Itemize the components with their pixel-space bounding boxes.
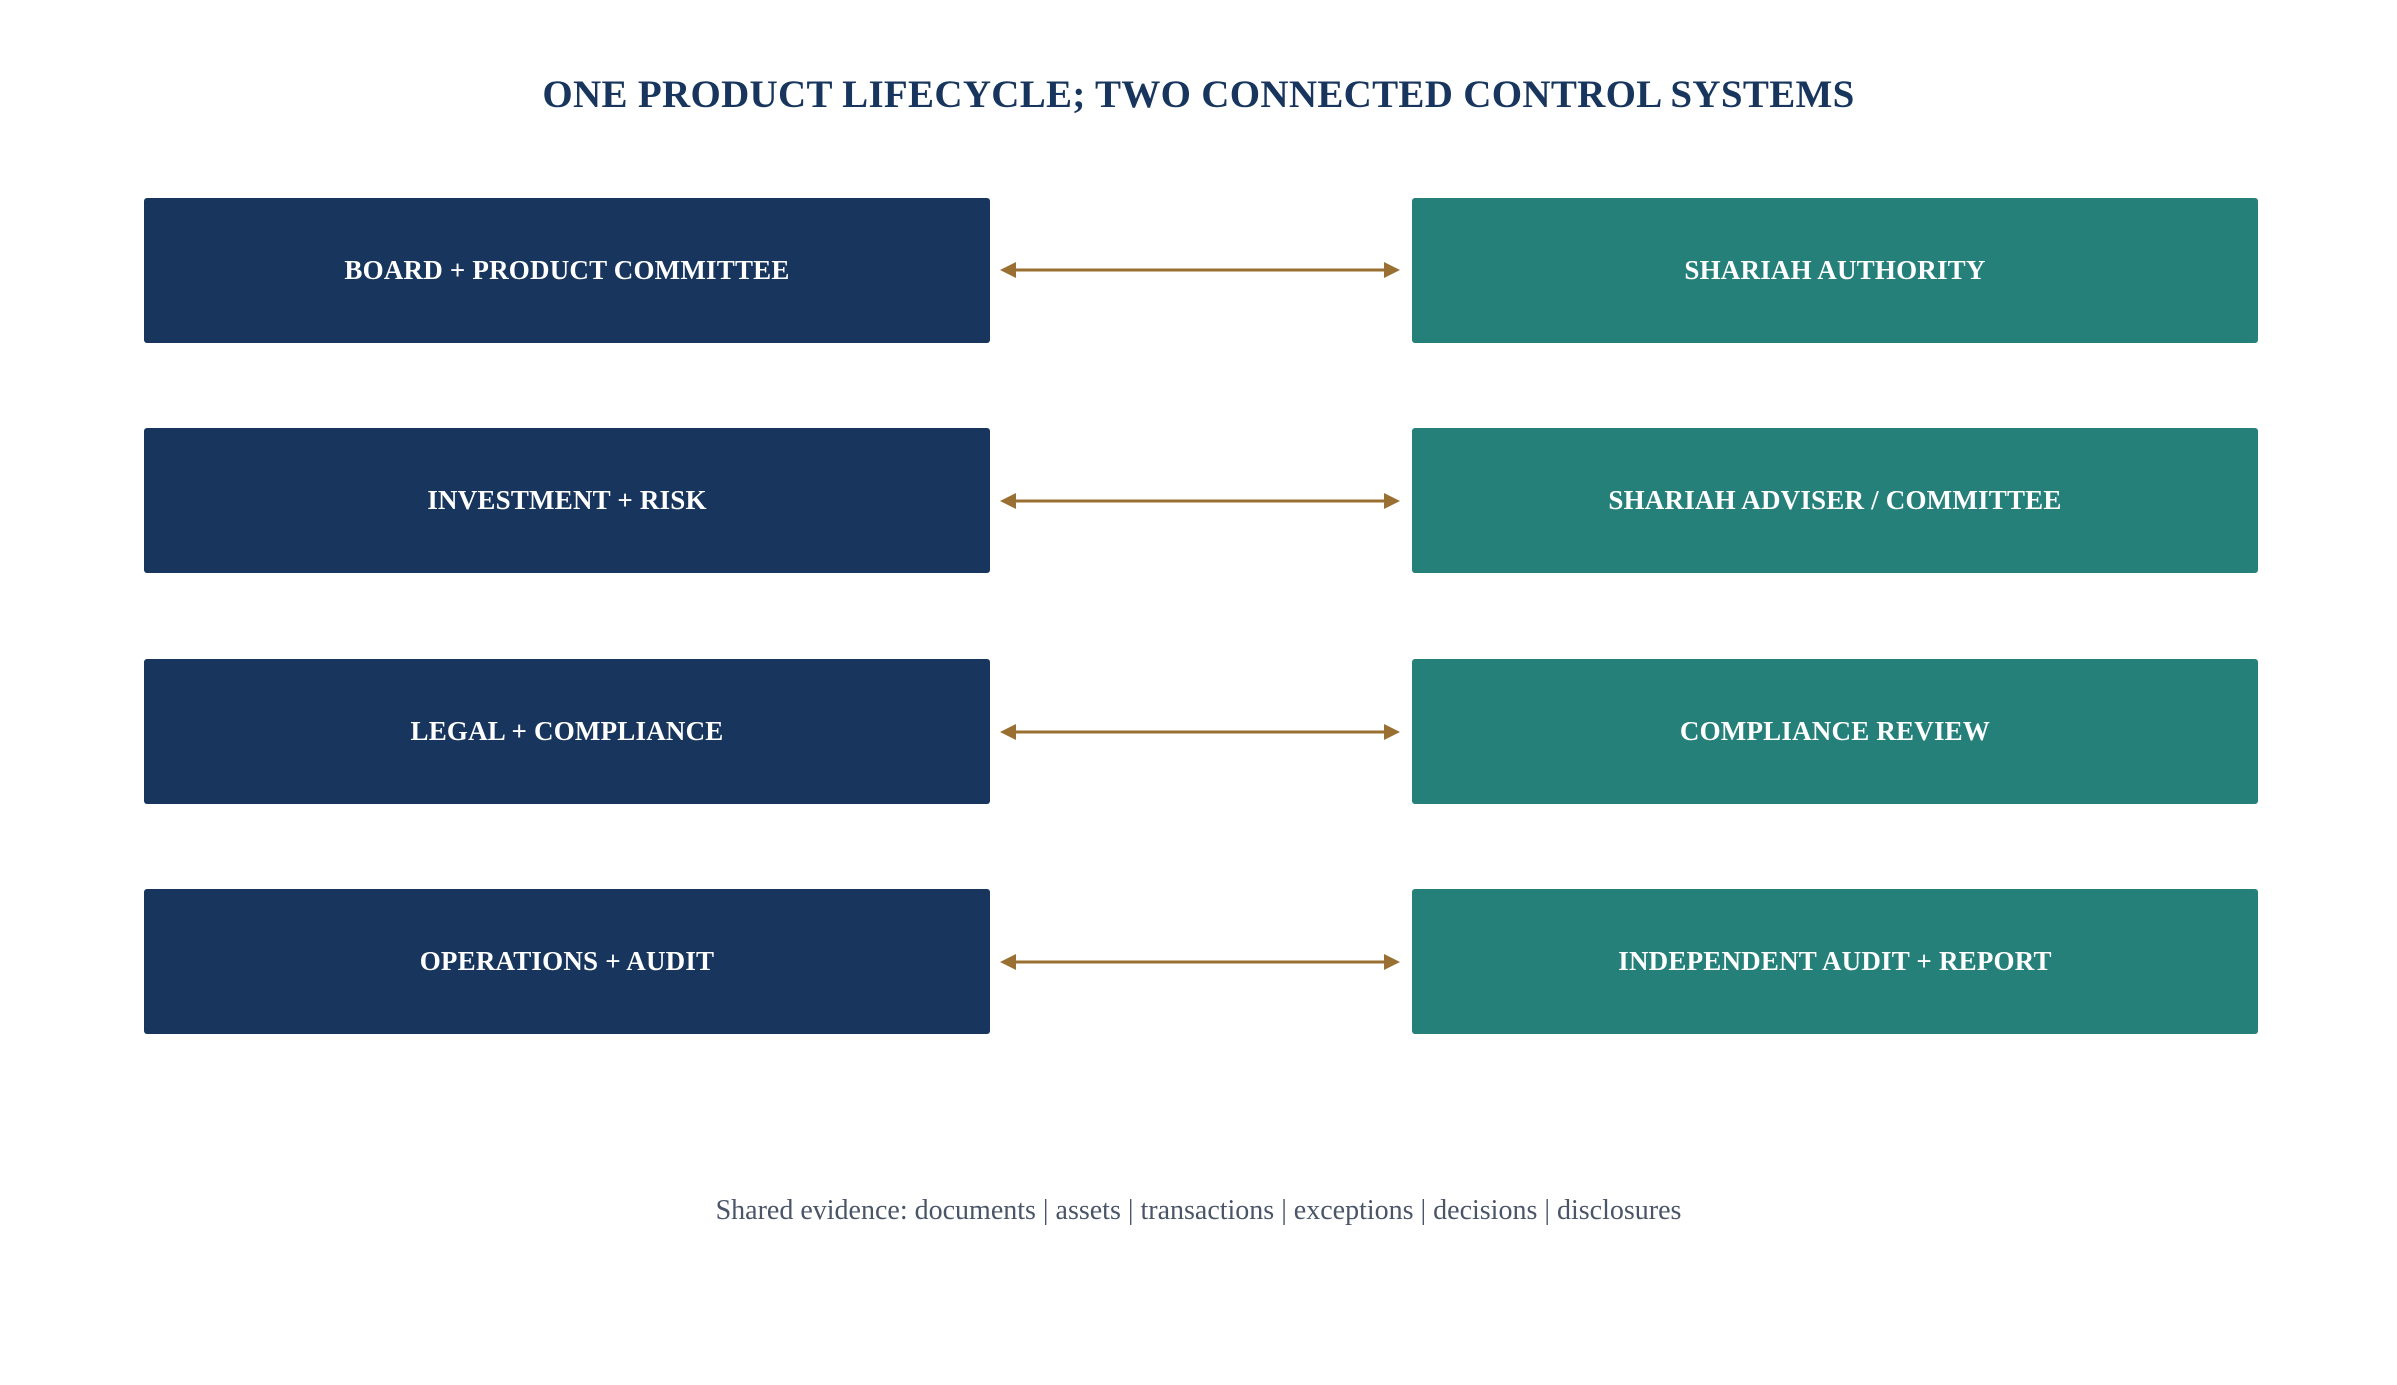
double-arrow-connector-row-1	[1000, 262, 1400, 278]
left-system-box-legal-compliance: LEGAL + COMPLIANCE	[144, 659, 990, 804]
right-system-box-compliance-review: COMPLIANCE REVIEW	[1412, 659, 2258, 804]
right-system-box-shariah-authority: SHARIAH AUTHORITY	[1412, 198, 2258, 343]
right-system-box-independent-audit-report: INDEPENDENT AUDIT + REPORT	[1412, 889, 2258, 1034]
left-system-box-operations-audit: OPERATIONS + AUDIT	[144, 889, 990, 1034]
left-system-box-investment-risk: INVESTMENT + RISK	[144, 428, 990, 573]
left-system-box-board-product-committee: BOARD + PRODUCT COMMITTEE	[144, 198, 990, 343]
shared-evidence-caption: Shared evidence: documents | assets | tr…	[715, 1195, 1682, 1226]
right-system-box-shariah-adviser-committee: SHARIAH ADVISER / COMMITTEE	[1412, 428, 2258, 573]
double-arrow-connector-row-3	[1000, 724, 1400, 740]
diagram-title: ONE PRODUCT LIFECYCLE; TWO CONNECTED CON…	[542, 73, 1855, 116]
double-arrow-connector-row-2	[1000, 493, 1400, 509]
double-arrow-connector-row-4	[1000, 954, 1400, 970]
